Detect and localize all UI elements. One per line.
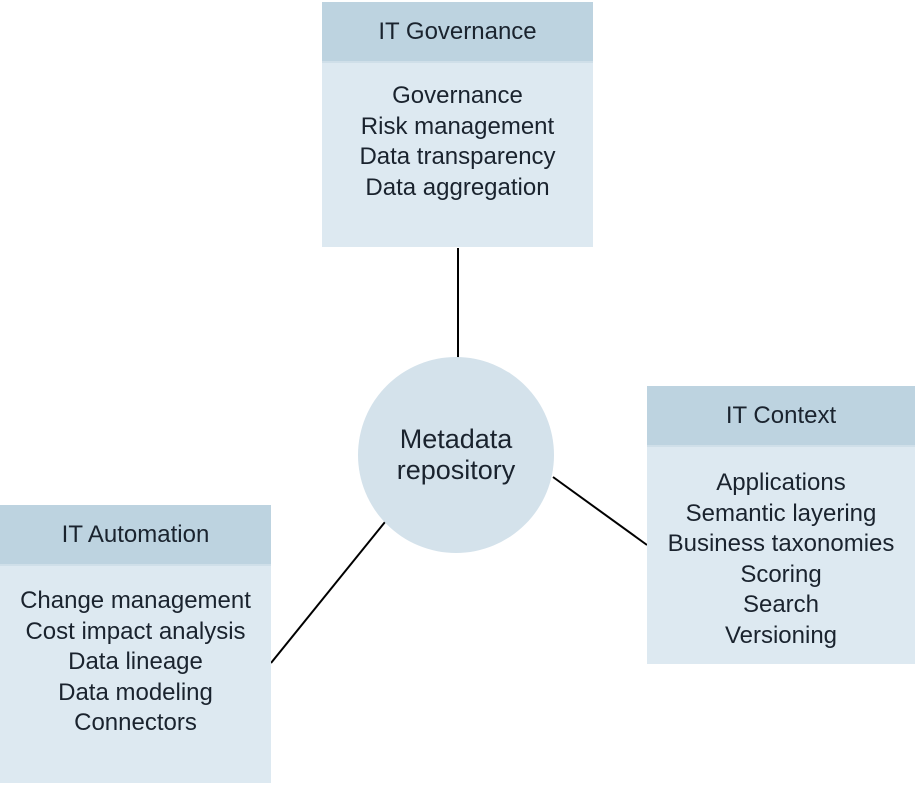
node-it-governance: IT Governance Governance Risk management… [322, 2, 593, 247]
node-it-automation-title: IT Automation [0, 505, 271, 566]
node-it-context-title: IT Context [647, 386, 915, 447]
list-item: Cost impact analysis [25, 617, 246, 645]
list-item: Data lineage [68, 648, 203, 675]
list-item: Governance [392, 82, 523, 109]
node-it-context: IT Context Applications Semantic layerin… [647, 386, 915, 664]
connector-automation-line [270, 521, 386, 664]
list-item: Search [742, 591, 820, 618]
node-it-automation-items: Change management Cost impact analysis D… [0, 566, 271, 783]
list-item: Scoring [740, 560, 822, 588]
list-item: Applications [716, 469, 846, 496]
list-item: Versioning [724, 621, 838, 649]
list-item: Data aggregation [365, 173, 550, 201]
node-it-automation: IT Automation Change management Cost imp… [0, 505, 271, 783]
list-item: Data modeling [58, 678, 213, 706]
node-it-context-items: Applications Semantic layering Business … [647, 447, 915, 664]
list-item: Data transparency [359, 143, 556, 170]
list-item: Business taxonomies [667, 530, 895, 557]
list-item: Change management [20, 587, 251, 614]
node-it-governance-title: IT Governance [322, 2, 593, 63]
list-item: Risk management [360, 112, 555, 140]
metadata-repository-label: Metadata repository [396, 424, 516, 485]
node-metadata-repository: Metadata repository [358, 357, 554, 553]
node-it-governance-items: Governance Risk management Data transpar… [322, 63, 593, 247]
connector-context-line [552, 476, 648, 546]
list-item: Semantic layering [685, 499, 877, 527]
list-item: Connectors [74, 709, 197, 736]
